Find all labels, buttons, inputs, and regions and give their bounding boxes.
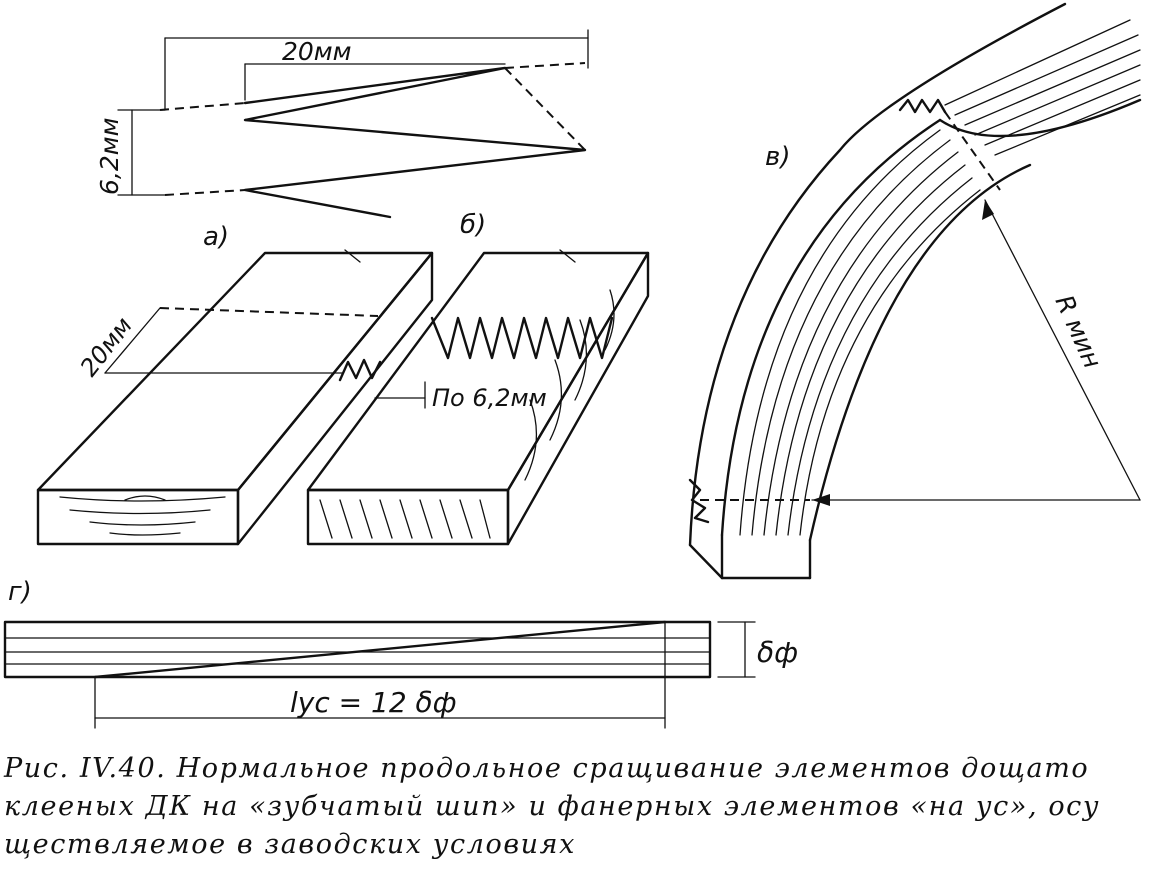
figure-drawing: 20мм 6,2мм а) 20мм По 6,2мм б)	[3, 2, 1142, 729]
finger-joint-profile-a	[117, 29, 589, 219]
caption-line-1: Рис. IV.40. Нормальное продольное сращив…	[4, 753, 1090, 784]
panel-label-c: в)	[765, 142, 790, 172]
board-left	[36, 249, 434, 546]
dimension-width-a: 20мм	[282, 37, 352, 66]
curved-glulam	[688, 2, 1142, 580]
dimension-pitch-b: По 6,2мм	[432, 384, 547, 412]
plywood-scarf	[3, 620, 756, 729]
dimension-radius: R мин	[1050, 291, 1108, 373]
dimension-length: lус = 12 δф	[290, 686, 457, 719]
dimension-height-a: 6,2мм	[95, 118, 124, 195]
panel-label-d: г)	[8, 577, 32, 607]
dimension-thickness: δф	[757, 636, 798, 669]
board-right	[306, 249, 650, 546]
panel-label-a: а)	[203, 222, 229, 252]
caption-line-3: ществляемое в заводских условиях	[4, 829, 576, 860]
caption-line-2: клееных ДК на «зубчатый шип» и фанерных …	[4, 791, 1101, 822]
panel-label-b: б)	[460, 210, 486, 240]
figure-caption: Рис. IV.40. Нормальное продольное сращив…	[4, 750, 1146, 864]
